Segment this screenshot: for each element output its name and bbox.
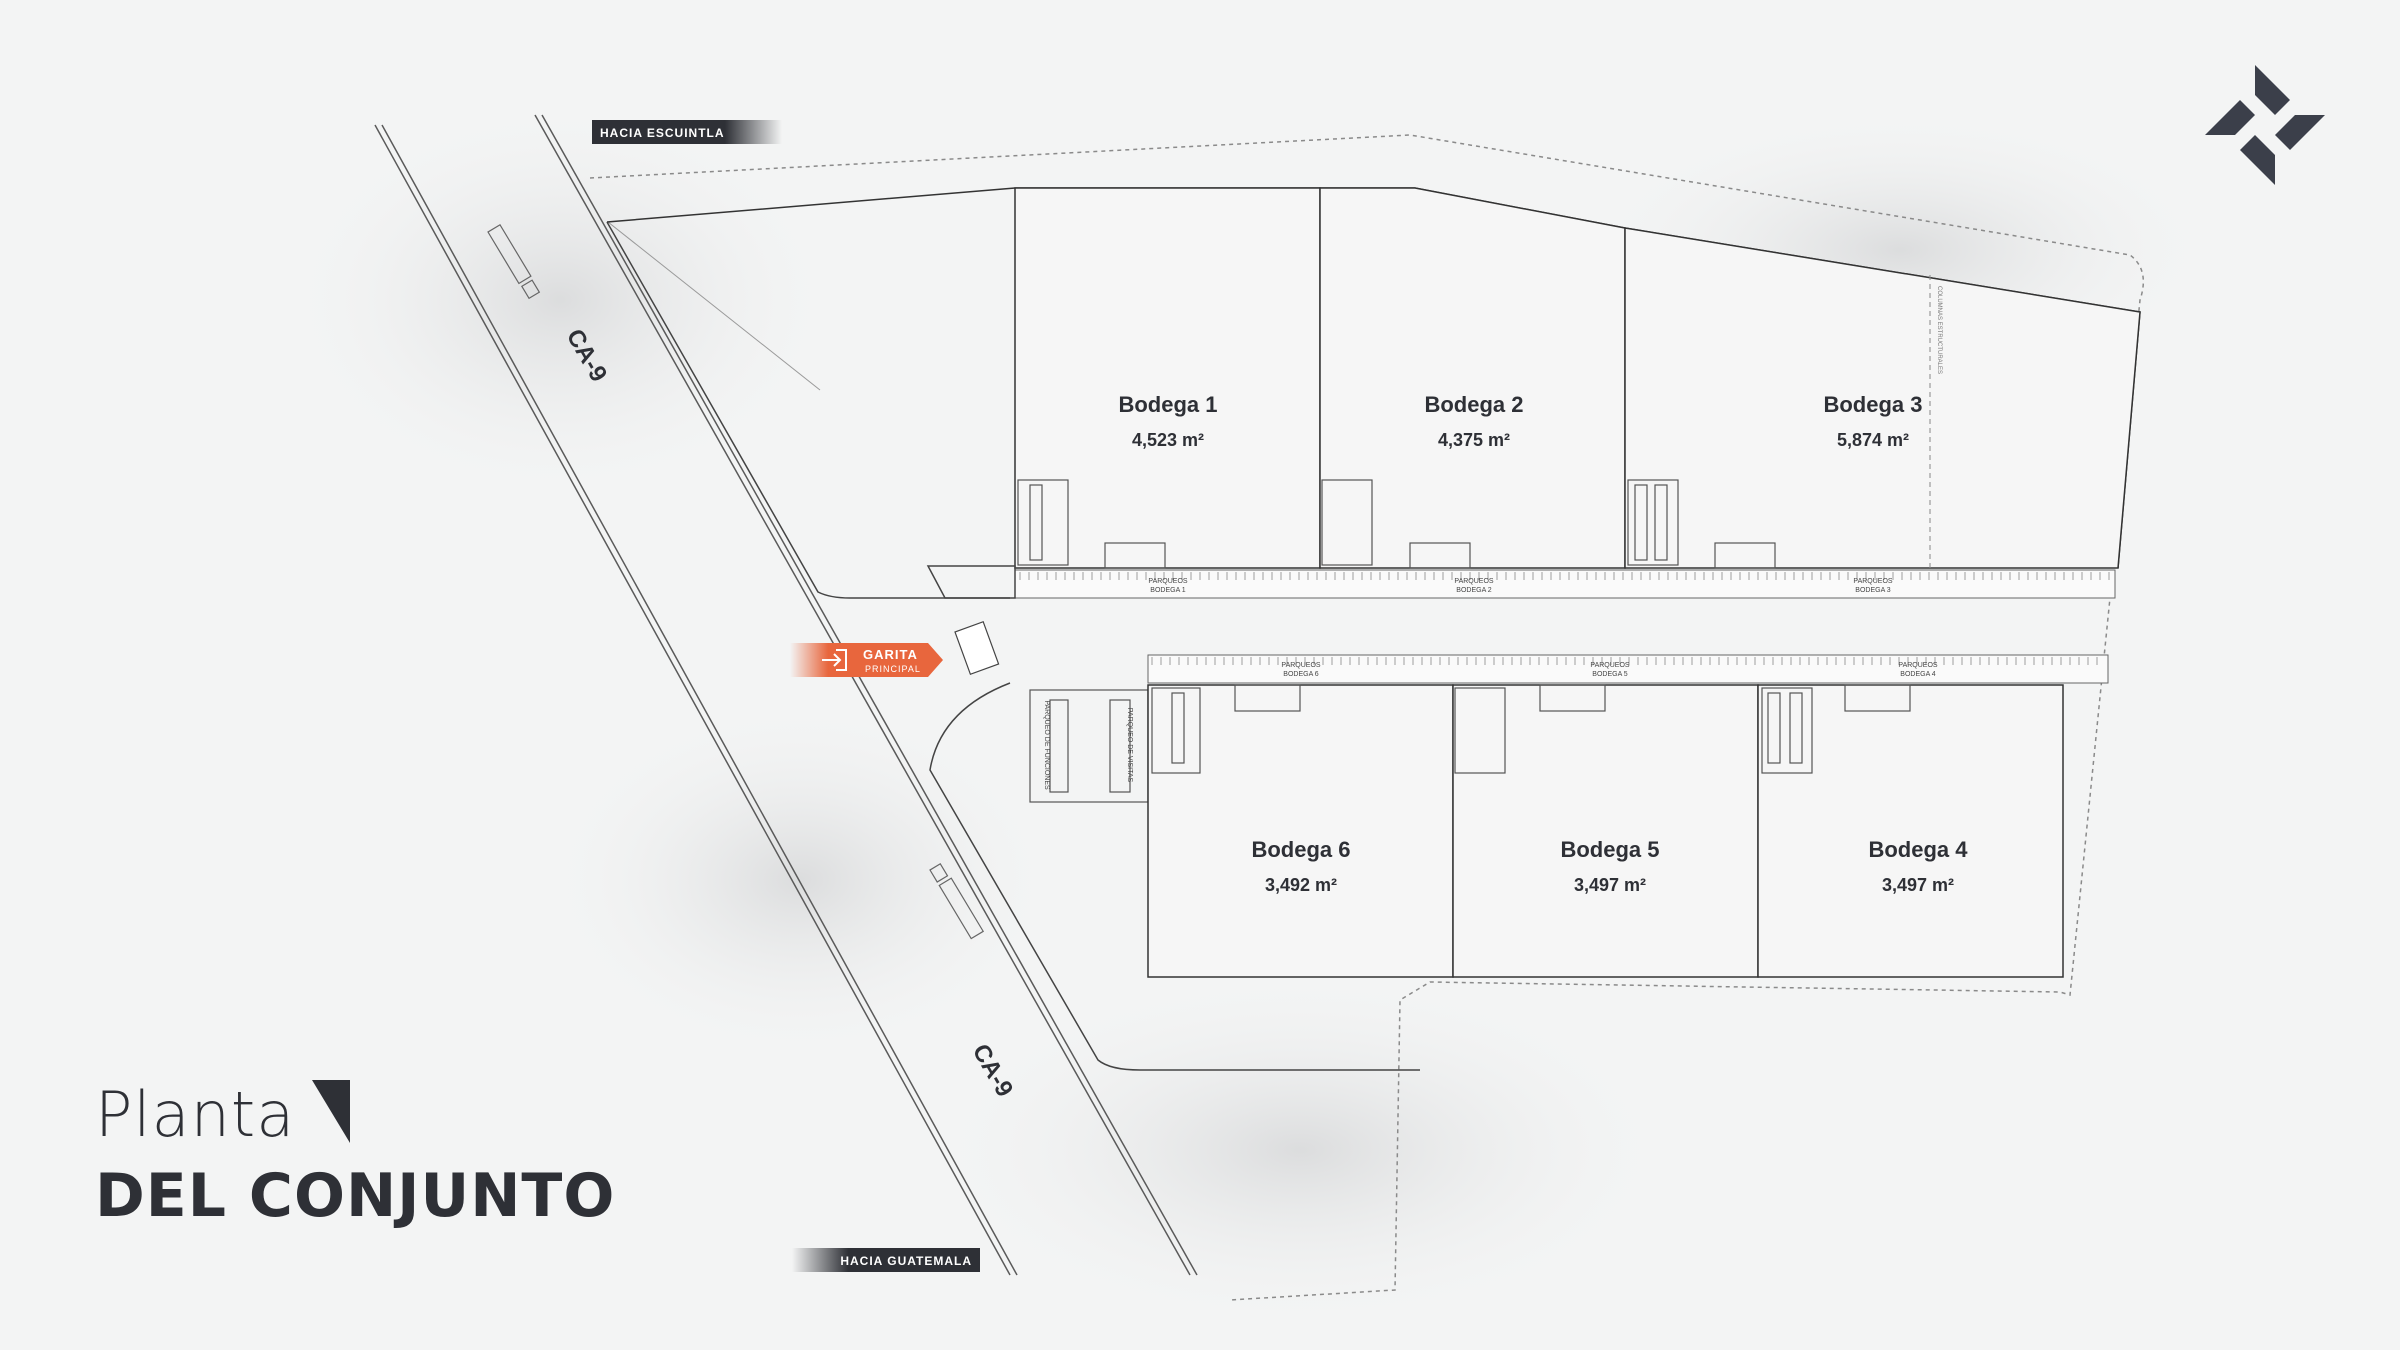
truck-icon [487, 223, 541, 300]
parking-tag-bodega-5: BODEGA 5 [1592, 671, 1628, 678]
warehouse-row-south [1147, 684, 2064, 978]
bodega-6-building[interactable] [1147, 684, 1454, 978]
bodega-2-area: 4,375 m² [1438, 430, 1510, 450]
bodega-5-name: Bodega 5 [1560, 837, 1659, 862]
access-road [606, 221, 1010, 599]
parking-tag-bodega-6: BODEGA 6 [1283, 671, 1319, 678]
page-title: Planta DEL CONJUNTO [95, 1080, 615, 1232]
bodega-3-building[interactable] [1624, 227, 2141, 569]
parking-tag-bodega-1: BODEGA 1 [1150, 587, 1186, 594]
gate-sublabel: PRINCIPAL [865, 664, 921, 674]
parking-tag-bodega-3: BODEGA 3 [1855, 587, 1891, 594]
visitor-parking-label: PARQUEO DE VISITAS [1126, 708, 1133, 783]
parking-prefix-label: PARQUEOS [1281, 662, 1320, 669]
bodega-3-name: Bodega 3 [1823, 392, 1922, 417]
parking-prefix-label: PARQUEOS [1853, 578, 1892, 585]
truck-icon [929, 862, 985, 940]
title-accent-icon [312, 1080, 350, 1143]
access-road [929, 682, 1420, 1071]
bodega-4-building[interactable] [1757, 684, 2064, 978]
terrain-shade [920, 970, 1680, 1330]
bodega-1-building[interactable] [1014, 187, 1321, 569]
bodega-1-area: 4,523 m² [1132, 430, 1204, 450]
bodega-6-name: Bodega 6 [1251, 837, 1350, 862]
direction-bottom-text: HACIA GUATEMALA [840, 1254, 972, 1268]
terrain-shade [280, 100, 840, 500]
parking-prefix-label: PARQUEOS [1148, 578, 1187, 585]
bodega-5-area: 3,497 m² [1574, 875, 1646, 895]
bodega-6-area: 3,492 m² [1265, 875, 1337, 895]
bodega-3-area: 5,874 m² [1837, 430, 1909, 450]
gate-island [926, 565, 1016, 599]
parking-prefix-label: PARQUEOS [1898, 662, 1937, 669]
bodega-2-name: Bodega 2 [1424, 392, 1523, 417]
bodega-5-building[interactable] [1452, 684, 1759, 978]
direction-top-text: HACIA ESCUINTLA [600, 126, 725, 140]
title-line-2: DEL CONJUNTO [95, 1161, 616, 1231]
gate-label: GARITA [863, 647, 918, 662]
loading-docks-north [1017, 479, 1776, 569]
frontage-edge [607, 221, 821, 391]
bodega-4-name: Bodega 4 [1868, 837, 1968, 862]
bodega-1-name: Bodega 1 [1118, 392, 1217, 417]
direction-tag-top: HACIA ESCUINTLA [592, 120, 782, 144]
highway [374, 114, 1198, 1276]
terrain-shade [540, 700, 1060, 1060]
enter-arrow-icon [822, 649, 847, 671]
bodega-4-area: 3,497 m² [1882, 875, 1954, 895]
main-gate-tag[interactable]: GARITA PRINCIPAL [790, 643, 943, 677]
bodega-2-building[interactable] [1319, 187, 1626, 569]
title-line-1: Planta [95, 1078, 296, 1151]
employee-parking-label: PARQUEO DE FUNCIONES [1043, 700, 1050, 790]
parking-prefix-label: PARQUEOS [1454, 578, 1493, 585]
direction-tag-bottom: HACIA GUATEMALA [792, 1248, 980, 1272]
parking-south [1147, 654, 2109, 684]
parking-tag-bodega-4: BODEGA 4 [1900, 671, 1936, 678]
warehouse-row-north [1014, 187, 2141, 569]
parking-tag-bodega-2: BODEGA 2 [1456, 587, 1492, 594]
structural-columns-note: COLUMNAS ESTRUCTURALES [1936, 286, 1942, 374]
property-boundary [589, 134, 2145, 1301]
parking-prefix-label: PARQUEOS [1590, 662, 1629, 669]
guard-house [954, 620, 1000, 676]
pinwheel-logo-icon [2205, 65, 2325, 185]
loading-docks-south [1151, 684, 1911, 774]
